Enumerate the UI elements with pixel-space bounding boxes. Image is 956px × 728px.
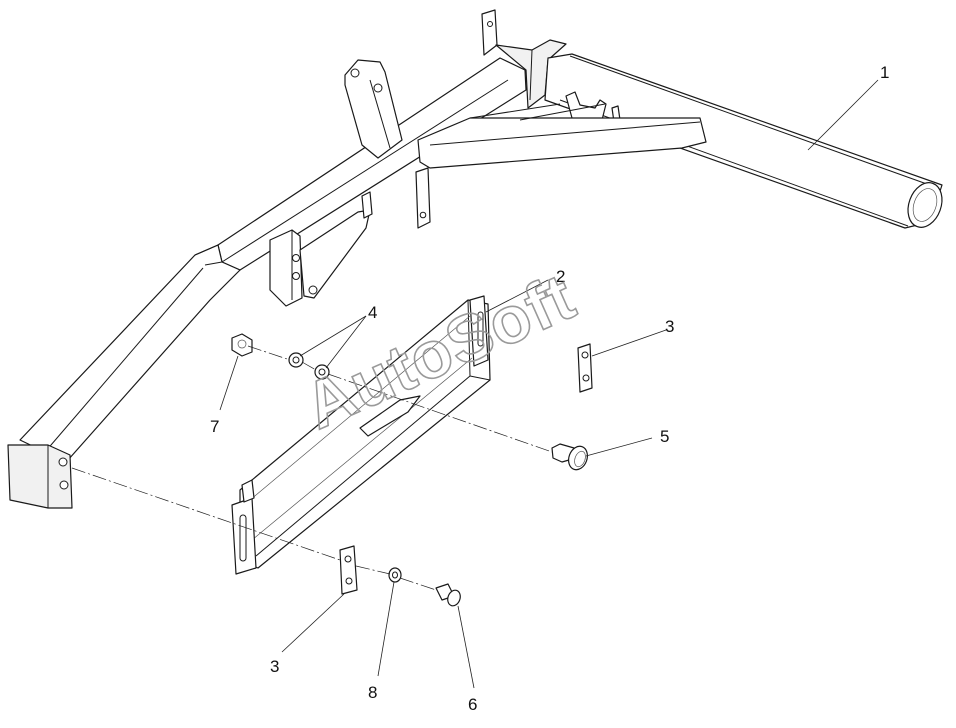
strut-hole [308,285,318,295]
frame-end-plate [7,444,73,509]
frame-diagonal-strut [299,209,371,299]
plate-upper [577,343,593,393]
callout-8: 8 [368,683,377,702]
plate-lower [339,545,358,595]
callout-labels: 1 2 3 3 4 5 6 7 8 [210,63,889,714]
washer-b [314,364,330,380]
washer-a [288,352,304,368]
plate-lower-hole-1 [344,555,352,563]
plate-lower-hole-2 [345,577,353,585]
bolt [435,583,461,607]
nut [231,333,253,357]
frame-upright-plate [344,59,403,159]
lock-washer [388,567,402,583]
callout-3-upper: 3 [665,317,674,336]
upright-plate-hole-2 [373,83,383,93]
frame-lower-bracket [269,229,303,307]
plate-upper-hole-2 [582,374,590,382]
callout-5: 5 [660,427,669,446]
callout-1: 1 [880,63,889,82]
frame-post [481,9,498,56]
slide-bar [231,295,491,575]
plate-upper-hole-1 [581,351,589,359]
cross-tube-end [907,182,943,228]
callout-6: 6 [468,695,477,714]
end-plate-hole-upper [58,457,68,467]
post-hole [487,21,493,27]
tab-hole [419,211,427,219]
lower-bracket-hole-1 [292,254,300,262]
end-plate-hole-lower [59,480,69,490]
callout-7: 7 [210,417,219,436]
leader-lines [219,79,879,689]
callout-2: 2 [556,267,565,286]
slide-bar-slot-near [239,514,247,562]
callout-4: 4 [368,303,377,322]
frame-gusset-beam [417,117,707,169]
upright-plate-hole-1 [350,68,360,78]
frame-tab [415,167,431,229]
main-frame [7,9,943,509]
pin [551,443,589,471]
callout-3-lower: 3 [270,657,279,676]
slide-bar-slot-far [477,311,484,347]
assembly-axes [71,345,553,591]
lower-bracket-hole-2 [292,272,300,280]
